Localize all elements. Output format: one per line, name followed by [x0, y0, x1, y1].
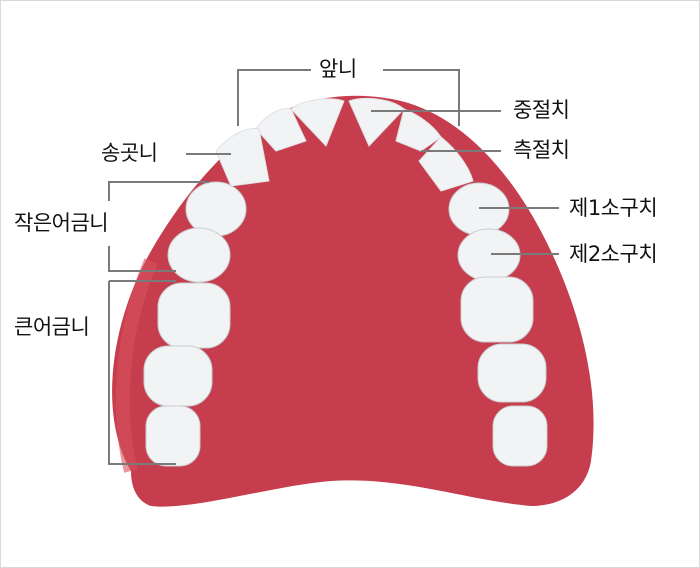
molar-right-1: [460, 276, 534, 343]
molar-left-1: [157, 282, 231, 349]
label-first-premolar: 제1소구치: [569, 196, 658, 220]
leader-lines: [108, 69, 559, 465]
right-back-teeth: [448, 182, 548, 467]
incisor-left-central: [290, 98, 345, 147]
incisor-left-lateral: [255, 108, 307, 152]
molar-left-3: [145, 405, 201, 467]
label-lateral-incisor: 측절치: [513, 138, 570, 162]
label-front-teeth: 앞니: [319, 57, 357, 81]
molar-right-3: [492, 405, 548, 467]
label-central-incisor: 중절치: [513, 98, 570, 122]
label-small-molars: 작은어금니: [14, 211, 109, 235]
molar-left-2: [143, 345, 213, 407]
label-canine: 송곳니: [101, 141, 158, 165]
canine-left: [215, 127, 270, 187]
molar-right-2: [477, 343, 547, 403]
left-back-teeth: [143, 181, 247, 467]
label-large-molars: 큰어금니: [14, 315, 90, 339]
label-second-premolar: 제2소구치: [569, 242, 658, 266]
premolar-left-2: [167, 227, 231, 283]
